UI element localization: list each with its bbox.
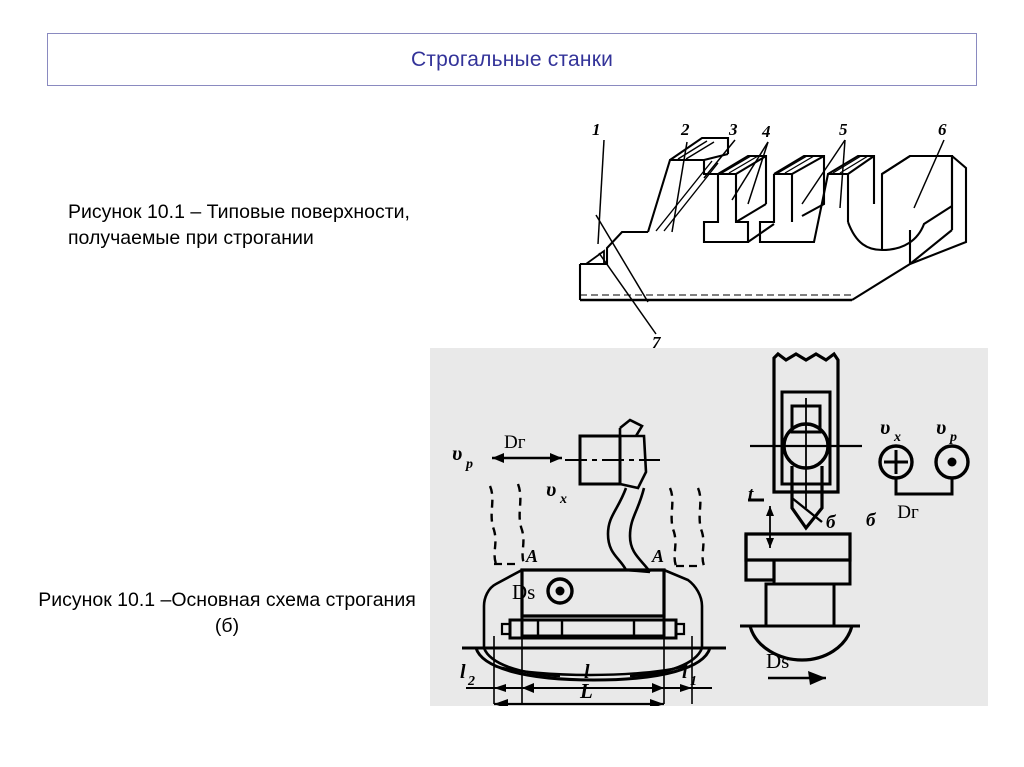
svg-text:р: р xyxy=(465,457,473,472)
svg-text:х: х xyxy=(559,492,567,507)
label-v-p: υ р xyxy=(452,441,473,472)
label-dim-l: l xyxy=(584,661,590,683)
svg-text:х: х xyxy=(893,430,901,445)
svg-text:υ: υ xyxy=(452,441,462,465)
label-ds-right: Ds xyxy=(766,649,789,673)
label-section-b-right: б xyxy=(866,510,877,531)
label-section-a-left: А xyxy=(525,546,538,566)
typical-surfaces-svg: 1 2 3 4 5 6 7 xyxy=(578,120,968,352)
figure1-callout-7: 7 xyxy=(652,333,662,352)
planing-scheme-svg: υ р Dг υ х А А Ds l 2 l l 1 xyxy=(452,351,970,706)
label-dim-l1: l 1 xyxy=(682,661,697,689)
figure1-caption: Рисунок 10.1 – Типовые поверхности, полу… xyxy=(68,201,410,249)
svg-text:υ: υ xyxy=(936,415,946,439)
label-ds-table: Ds xyxy=(512,580,535,604)
label-dg-left: Dг xyxy=(504,432,526,453)
label-section-b-left: б xyxy=(826,512,837,533)
legend-label-v-p: υ р xyxy=(936,415,957,445)
label-v-x: υ х xyxy=(546,477,567,507)
figure1-callout-4: 4 xyxy=(761,122,771,141)
label-section-a-right: А xyxy=(651,546,664,566)
figure-typical-planed-surfaces: 1 2 3 4 5 6 7 xyxy=(552,112,1012,352)
svg-text:1: 1 xyxy=(690,674,697,689)
svg-text:р: р xyxy=(949,430,957,445)
svg-text:l: l xyxy=(682,661,688,683)
legend-label-v-x: υ х xyxy=(880,415,901,445)
slide-title-box: Строгальные станки xyxy=(47,33,977,86)
figure1-callout-5: 5 xyxy=(839,120,848,139)
figure2-caption: Рисунок 10.1 –Основная схема строгания (… xyxy=(38,589,416,637)
svg-text:l: l xyxy=(460,661,466,683)
figure1-callout-1: 1 xyxy=(592,120,601,139)
svg-text:υ: υ xyxy=(880,415,890,439)
figure1-callout-6: 6 xyxy=(938,120,947,139)
svg-text:2: 2 xyxy=(467,674,475,689)
figure1-callout-3: 3 xyxy=(728,120,738,139)
label-dim-L: L xyxy=(579,679,593,703)
figure-planing-scheme: υ р Dг υ х А А Ds l 2 l l 1 xyxy=(430,348,988,706)
figure1-callout-2: 2 xyxy=(680,120,690,139)
legend-label-dg: Dг xyxy=(897,502,919,523)
label-dim-l2: l 2 xyxy=(460,661,475,689)
svg-text:υ: υ xyxy=(546,477,556,501)
page-title: Строгальные станки xyxy=(410,47,614,71)
label-depth-t: t xyxy=(748,484,754,505)
